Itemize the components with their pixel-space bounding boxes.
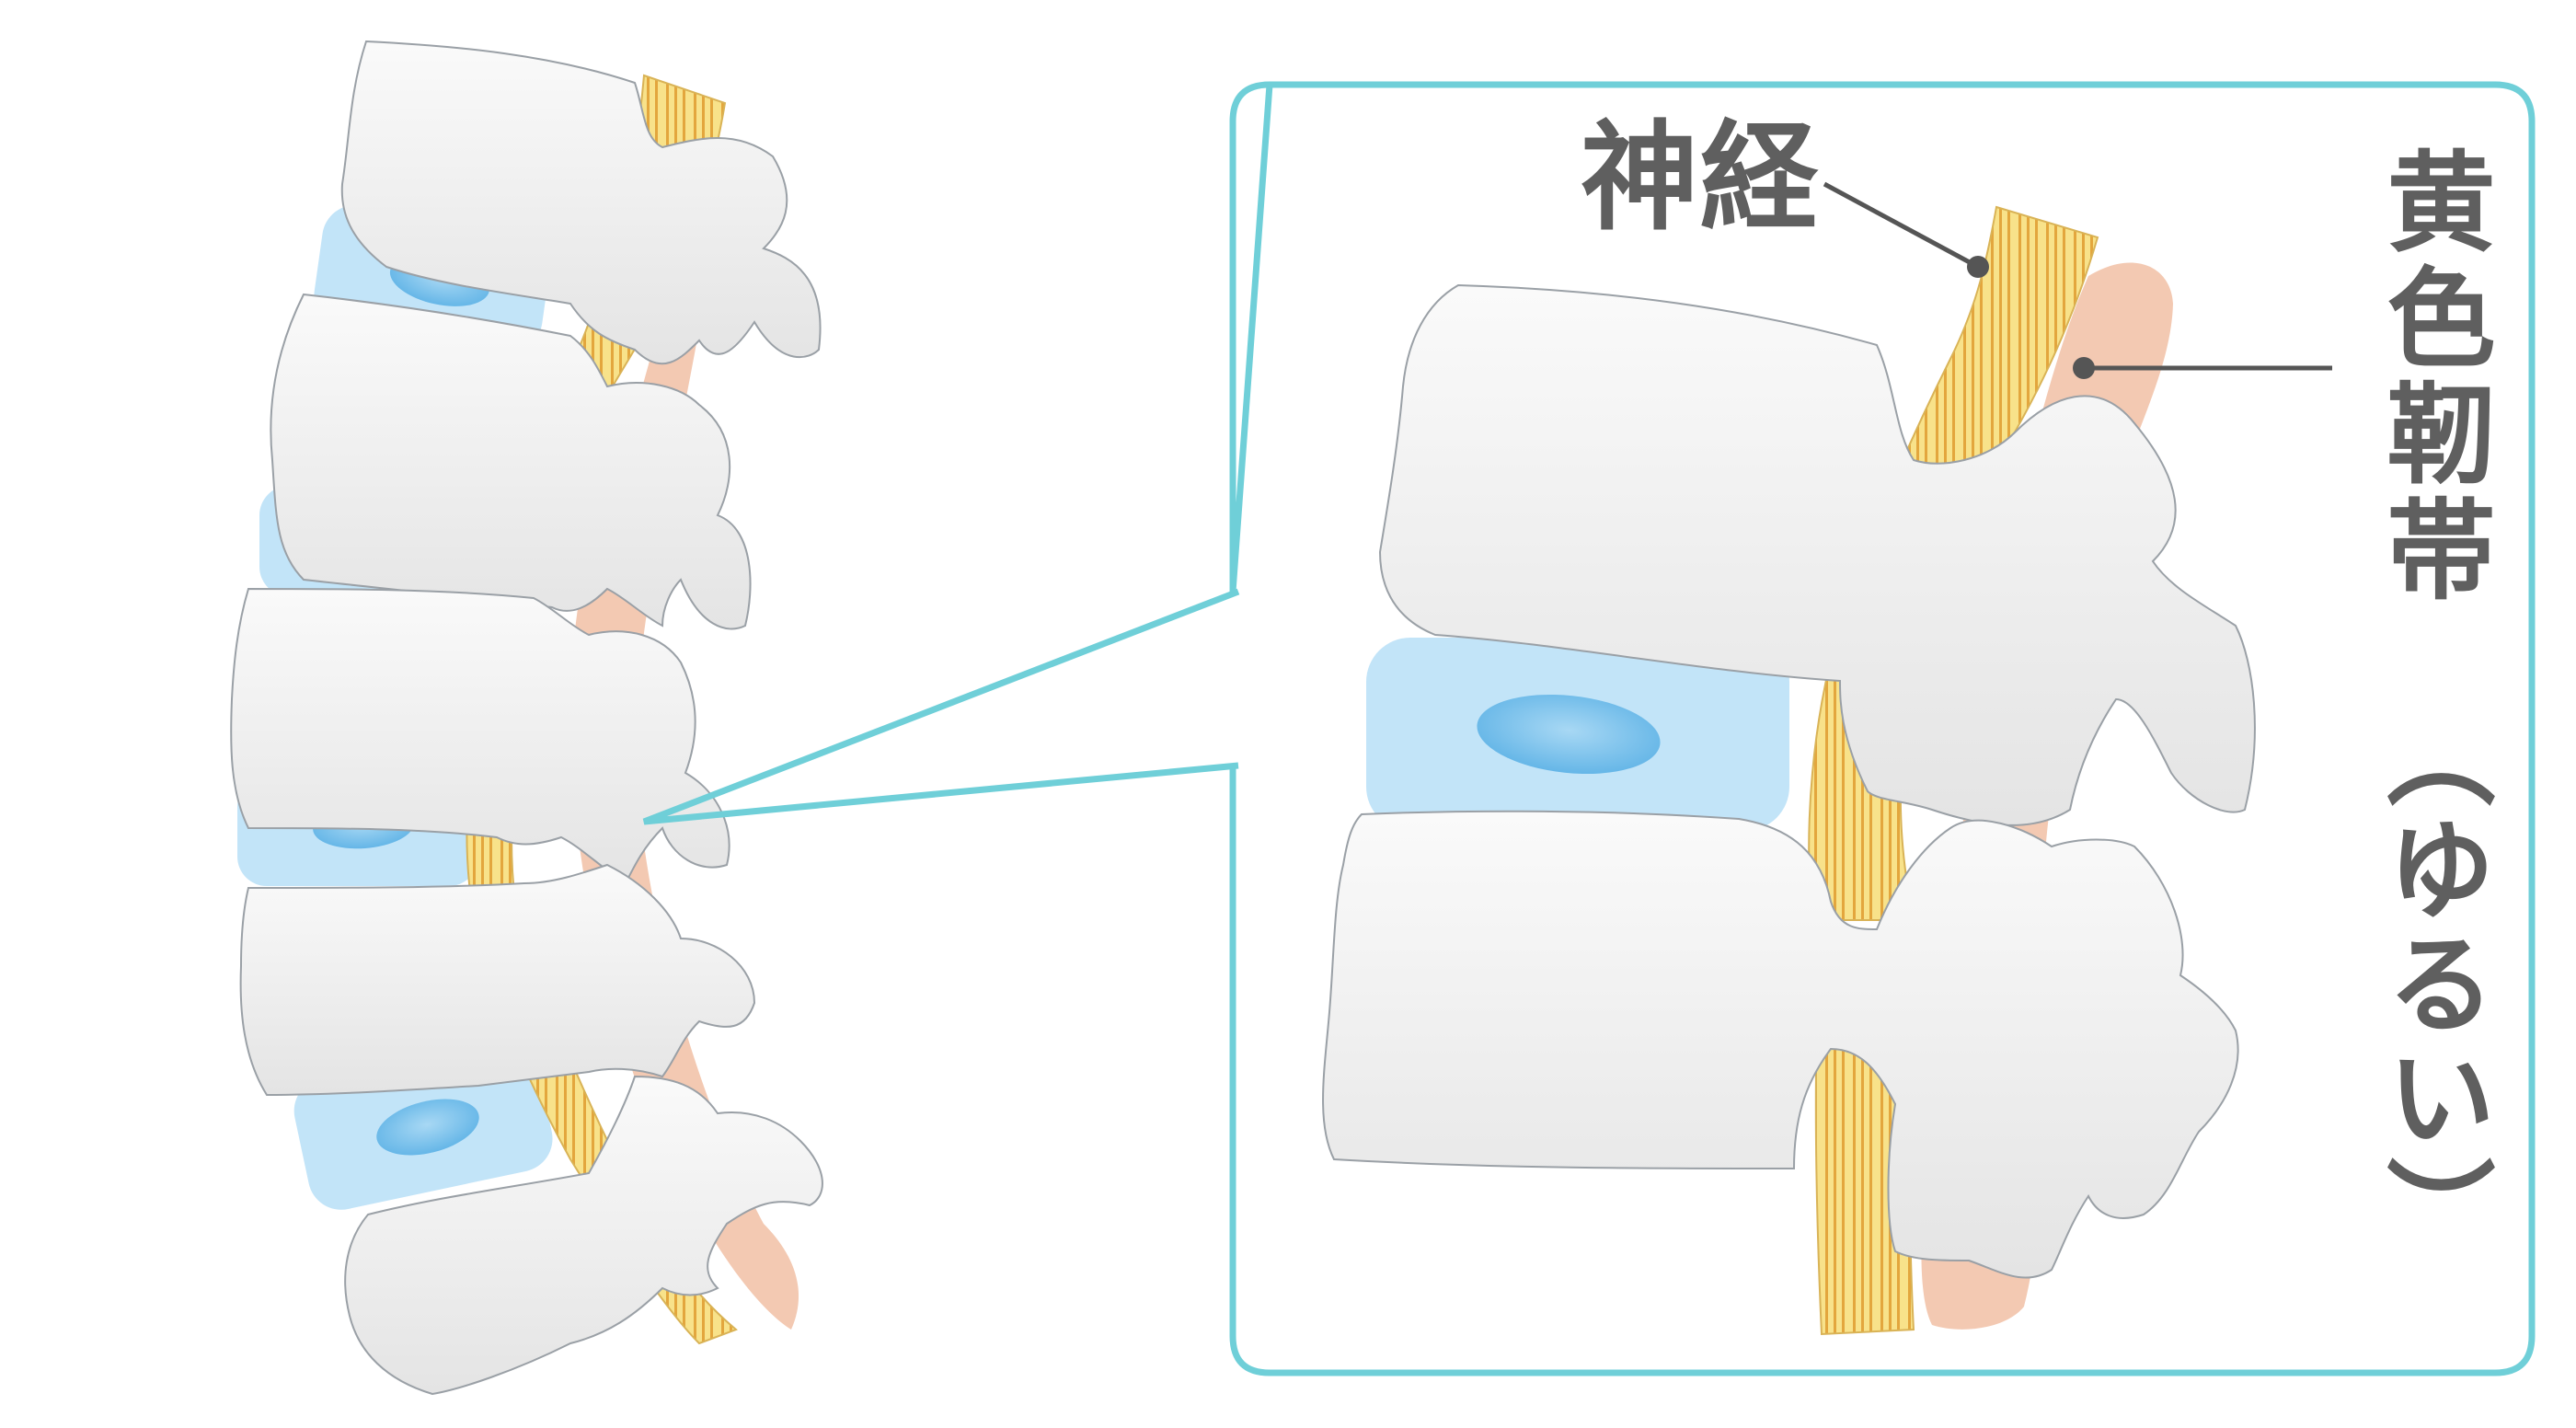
vertebra-2: [270, 293, 752, 630]
ligament-loose-note: （ゆるい）: [2368, 699, 2495, 1270]
callout-frame: [1229, 81, 2536, 1376]
vertebra-zoom-lower: [1322, 810, 2239, 1279]
nerve-leader: [1823, 181, 1989, 278]
callout-pointer: [642, 588, 1240, 825]
nerve-label: 神経: [1581, 109, 1821, 247]
zoomed-segment: [1322, 181, 2332, 1336]
vertebra-zoom-upper: [1378, 283, 2256, 826]
vertebra-4: [239, 863, 756, 1097]
zoom-callout: [642, 81, 2536, 1376]
lumbar-spine-overview: [230, 40, 823, 1396]
ligamentum-flavum-label: 黄色靭帯: [2368, 145, 2495, 609]
disc-zoom: [1366, 638, 1789, 831]
vertebra-3: [230, 587, 730, 885]
ligament-leader: [2073, 357, 2332, 379]
vertebra-5: [344, 1075, 823, 1396]
vertebra-1: [340, 40, 822, 365]
